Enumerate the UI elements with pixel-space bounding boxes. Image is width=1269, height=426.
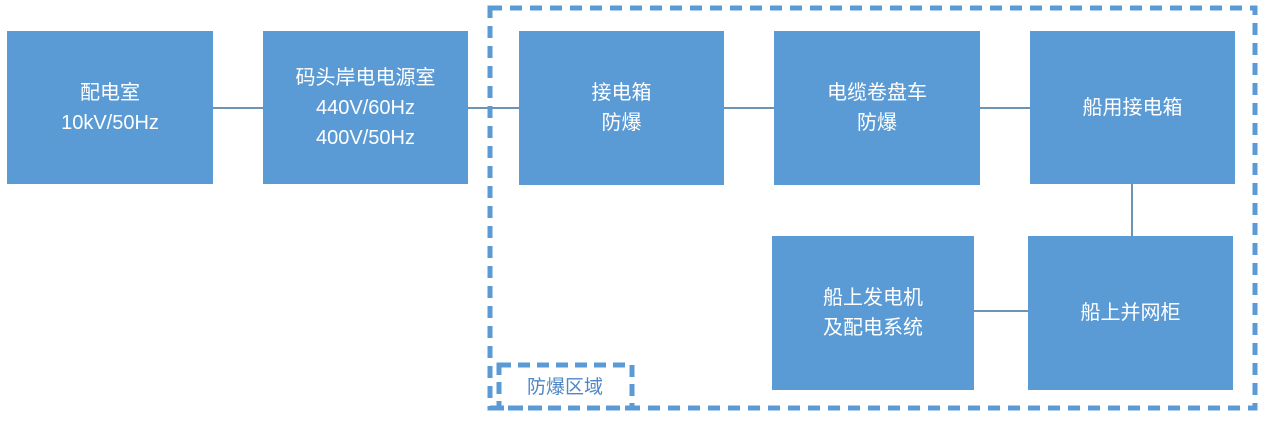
node-label: 船上发电机 (823, 287, 923, 309)
explosion-proof-zone-border (487, 5, 1258, 411)
node-label: 10kV/50Hz (61, 111, 159, 134)
node-ship-grid-connection-cabinet: 船上并网柜 (1028, 236, 1233, 390)
node-connection-box-explosion-proof: 接电箱 防爆 (519, 31, 724, 185)
node-label: 防爆 (857, 112, 897, 134)
node-label: 接电箱 (591, 82, 652, 104)
node-ship-connection-box: 船用接电箱 (1030, 31, 1235, 184)
node-label: 船上并网柜 (1080, 302, 1181, 324)
zone-label-border (496, 362, 635, 411)
node-label: 电缆卷盘车 (827, 82, 927, 104)
node-label: 防爆 (601, 112, 642, 134)
node-shore-power-supply-room: 码头岸电电源室 440V/60Hz 400V/50Hz (263, 31, 468, 184)
node-label: 船用接电箱 (1082, 96, 1183, 119)
node-cable-reel-truck-explosion-proof: 电缆卷盘车 防爆 (774, 31, 980, 185)
zone-label-text: 防爆区域 (526, 376, 603, 398)
explosion-proof-zone-label: 防爆区域 (497, 366, 633, 408)
node-ship-generator-and-distribution: 船上发电机 及配电系统 (772, 236, 974, 390)
node-label: 400V/50Hz (316, 126, 415, 149)
node-label: 440V/60Hz (316, 96, 415, 119)
node-label: 码头岸电电源室 (295, 66, 436, 89)
node-power-distribution-room: 配电室 10kV/50Hz (7, 31, 213, 184)
node-label: 及配电系统 (823, 317, 923, 339)
node-label: 配电室 (80, 81, 140, 104)
